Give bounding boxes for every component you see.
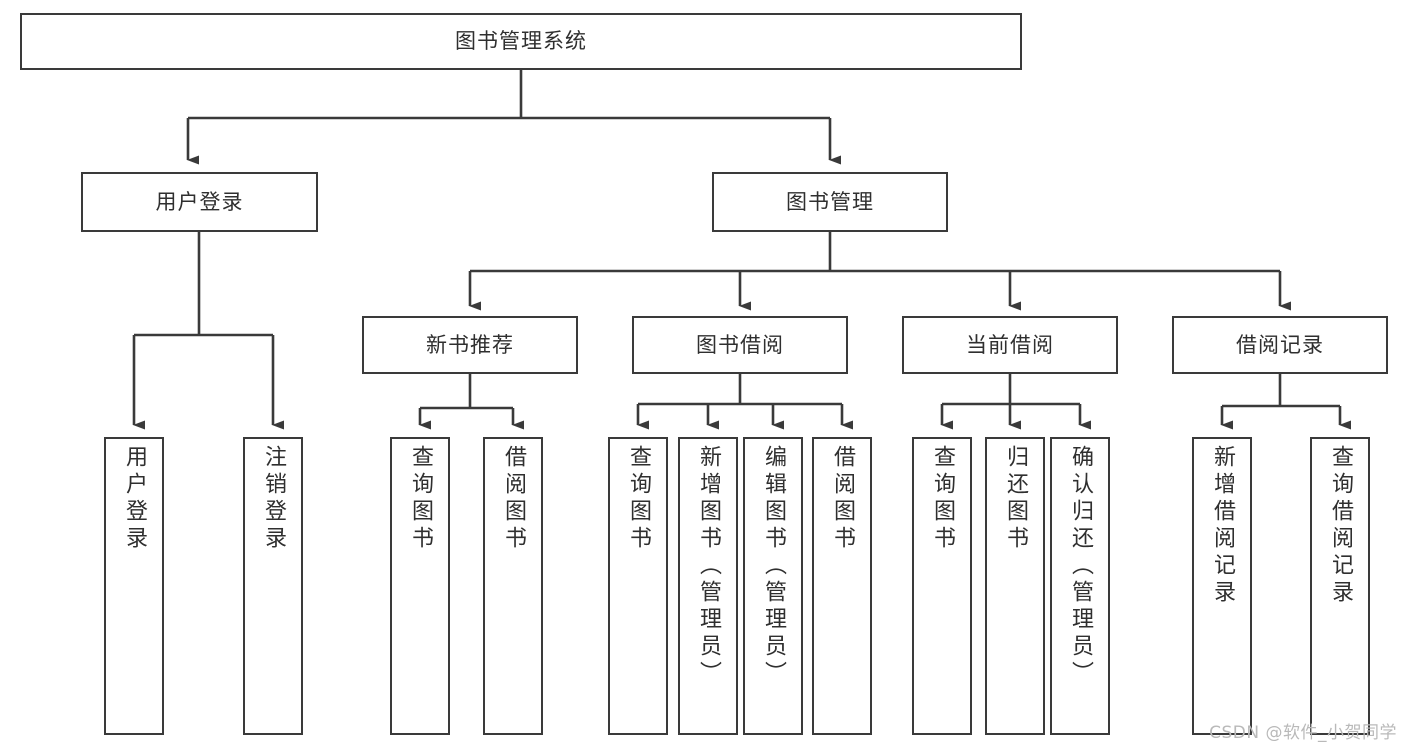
leaf-add-book-label: 新增图书（管理员） [696, 445, 721, 688]
node-book-borrow[interactable]: 图书借阅 [632, 316, 848, 374]
node-book-management-label: 图书管理 [786, 189, 874, 214]
leaf-add-book[interactable]: 新增图书（管理员） [678, 437, 738, 735]
node-borrow-record-label: 借阅记录 [1236, 332, 1324, 357]
node-current-borrow-label: 当前借阅 [966, 332, 1054, 357]
leaf-query-book-2[interactable]: 查询图书 [608, 437, 668, 735]
leaf-query-record[interactable]: 查询借阅记录 [1310, 437, 1370, 735]
leaf-confirm-return[interactable]: 确认归还（管理员） [1050, 437, 1110, 735]
leaf-add-record-label: 新增借阅记录 [1210, 445, 1235, 607]
leaf-user-logout[interactable]: 注销登录 [243, 437, 303, 735]
leaf-edit-book-label: 编辑图书（管理员） [761, 445, 786, 688]
leaf-borrow-book-1-label: 借阅图书 [501, 445, 526, 553]
watermark: CSDN @软件_小贺同学 [1209, 723, 1397, 743]
leaf-borrow-book-1[interactable]: 借阅图书 [483, 437, 543, 735]
node-new-book-recommend[interactable]: 新书推荐 [362, 316, 578, 374]
node-book-management[interactable]: 图书管理 [712, 172, 948, 232]
node-user-login[interactable]: 用户登录 [81, 172, 318, 232]
leaf-confirm-return-label: 确认归还（管理员） [1068, 445, 1093, 688]
node-book-borrow-label: 图书借阅 [696, 332, 784, 357]
leaf-add-record[interactable]: 新增借阅记录 [1192, 437, 1252, 735]
leaf-query-book-1[interactable]: 查询图书 [390, 437, 450, 735]
leaf-return-book-label: 归还图书 [1003, 445, 1028, 553]
leaf-user-login[interactable]: 用户登录 [104, 437, 164, 735]
leaf-borrow-book-2[interactable]: 借阅图书 [812, 437, 872, 735]
leaf-return-book[interactable]: 归还图书 [985, 437, 1045, 735]
node-root-label: 图书管理系统 [455, 29, 587, 54]
node-current-borrow[interactable]: 当前借阅 [902, 316, 1118, 374]
node-user-login-label: 用户登录 [155, 189, 244, 214]
leaf-user-login-label: 用户登录 [122, 445, 147, 553]
leaf-edit-book[interactable]: 编辑图书（管理员） [743, 437, 803, 735]
node-root[interactable]: 图书管理系统 [20, 13, 1022, 70]
leaf-query-book-3-label: 查询图书 [930, 445, 955, 553]
leaf-borrow-book-2-label: 借阅图书 [830, 445, 855, 553]
leaf-query-record-label: 查询借阅记录 [1328, 445, 1353, 607]
leaf-user-logout-label: 注销登录 [261, 445, 286, 553]
node-new-book-recommend-label: 新书推荐 [426, 332, 514, 357]
leaf-query-book-2-label: 查询图书 [626, 445, 651, 553]
leaf-query-book-3[interactable]: 查询图书 [912, 437, 972, 735]
leaf-query-book-1-label: 查询图书 [408, 445, 433, 553]
node-borrow-record[interactable]: 借阅记录 [1172, 316, 1388, 374]
